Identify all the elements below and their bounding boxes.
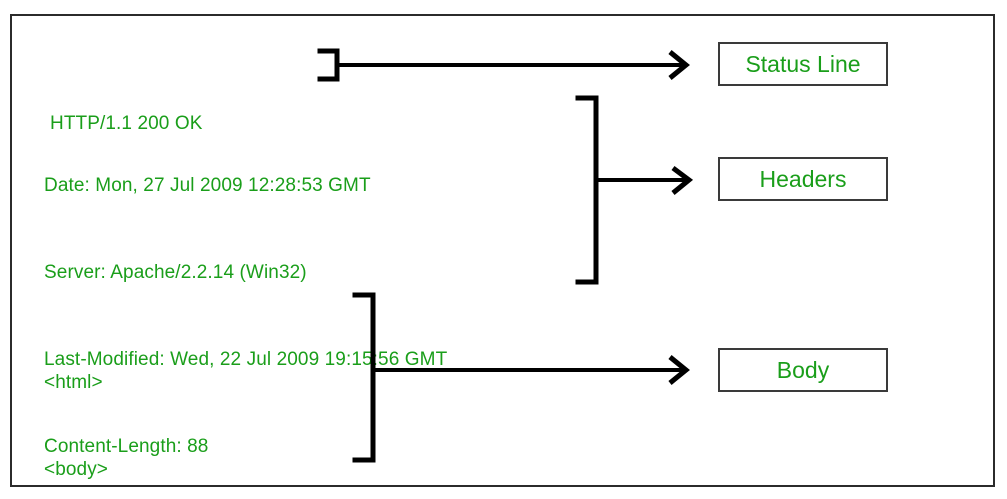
body-row: <html> — [44, 372, 103, 393]
label-box-body-text: Body — [776, 356, 830, 383]
header-row: Date: Mon, 27 Jul 2009 12:28:53 GMT — [44, 175, 371, 196]
header-row: Server: Apache/2.2.14 (Win32) — [44, 262, 307, 283]
header-row: Content-Length: 88 — [44, 436, 209, 457]
label-box-body: Body — [718, 348, 888, 392]
body-row: <body> — [44, 459, 108, 480]
label-box-headers-text: Headers — [759, 165, 847, 192]
label-box-status-line-text: Status Line — [745, 50, 861, 77]
status-line-text: HTTP/1.1 200 OK — [50, 54, 203, 194]
status-line-row: HTTP/1.1 200 OK — [50, 113, 203, 134]
header-row: Last-Modified: Wed, 22 Jul 2009 19:15:56… — [44, 349, 448, 370]
headers-text: Date: Mon, 27 Jul 2009 12:28:53 GMT Serv… — [44, 113, 447, 499]
label-box-status-line: Status Line — [718, 42, 888, 86]
body-text: <html> <body> <h1>Hello, World!</h1> </b… — [44, 310, 247, 499]
label-box-headers: Headers — [718, 157, 888, 201]
diagram-frame — [10, 14, 995, 487]
